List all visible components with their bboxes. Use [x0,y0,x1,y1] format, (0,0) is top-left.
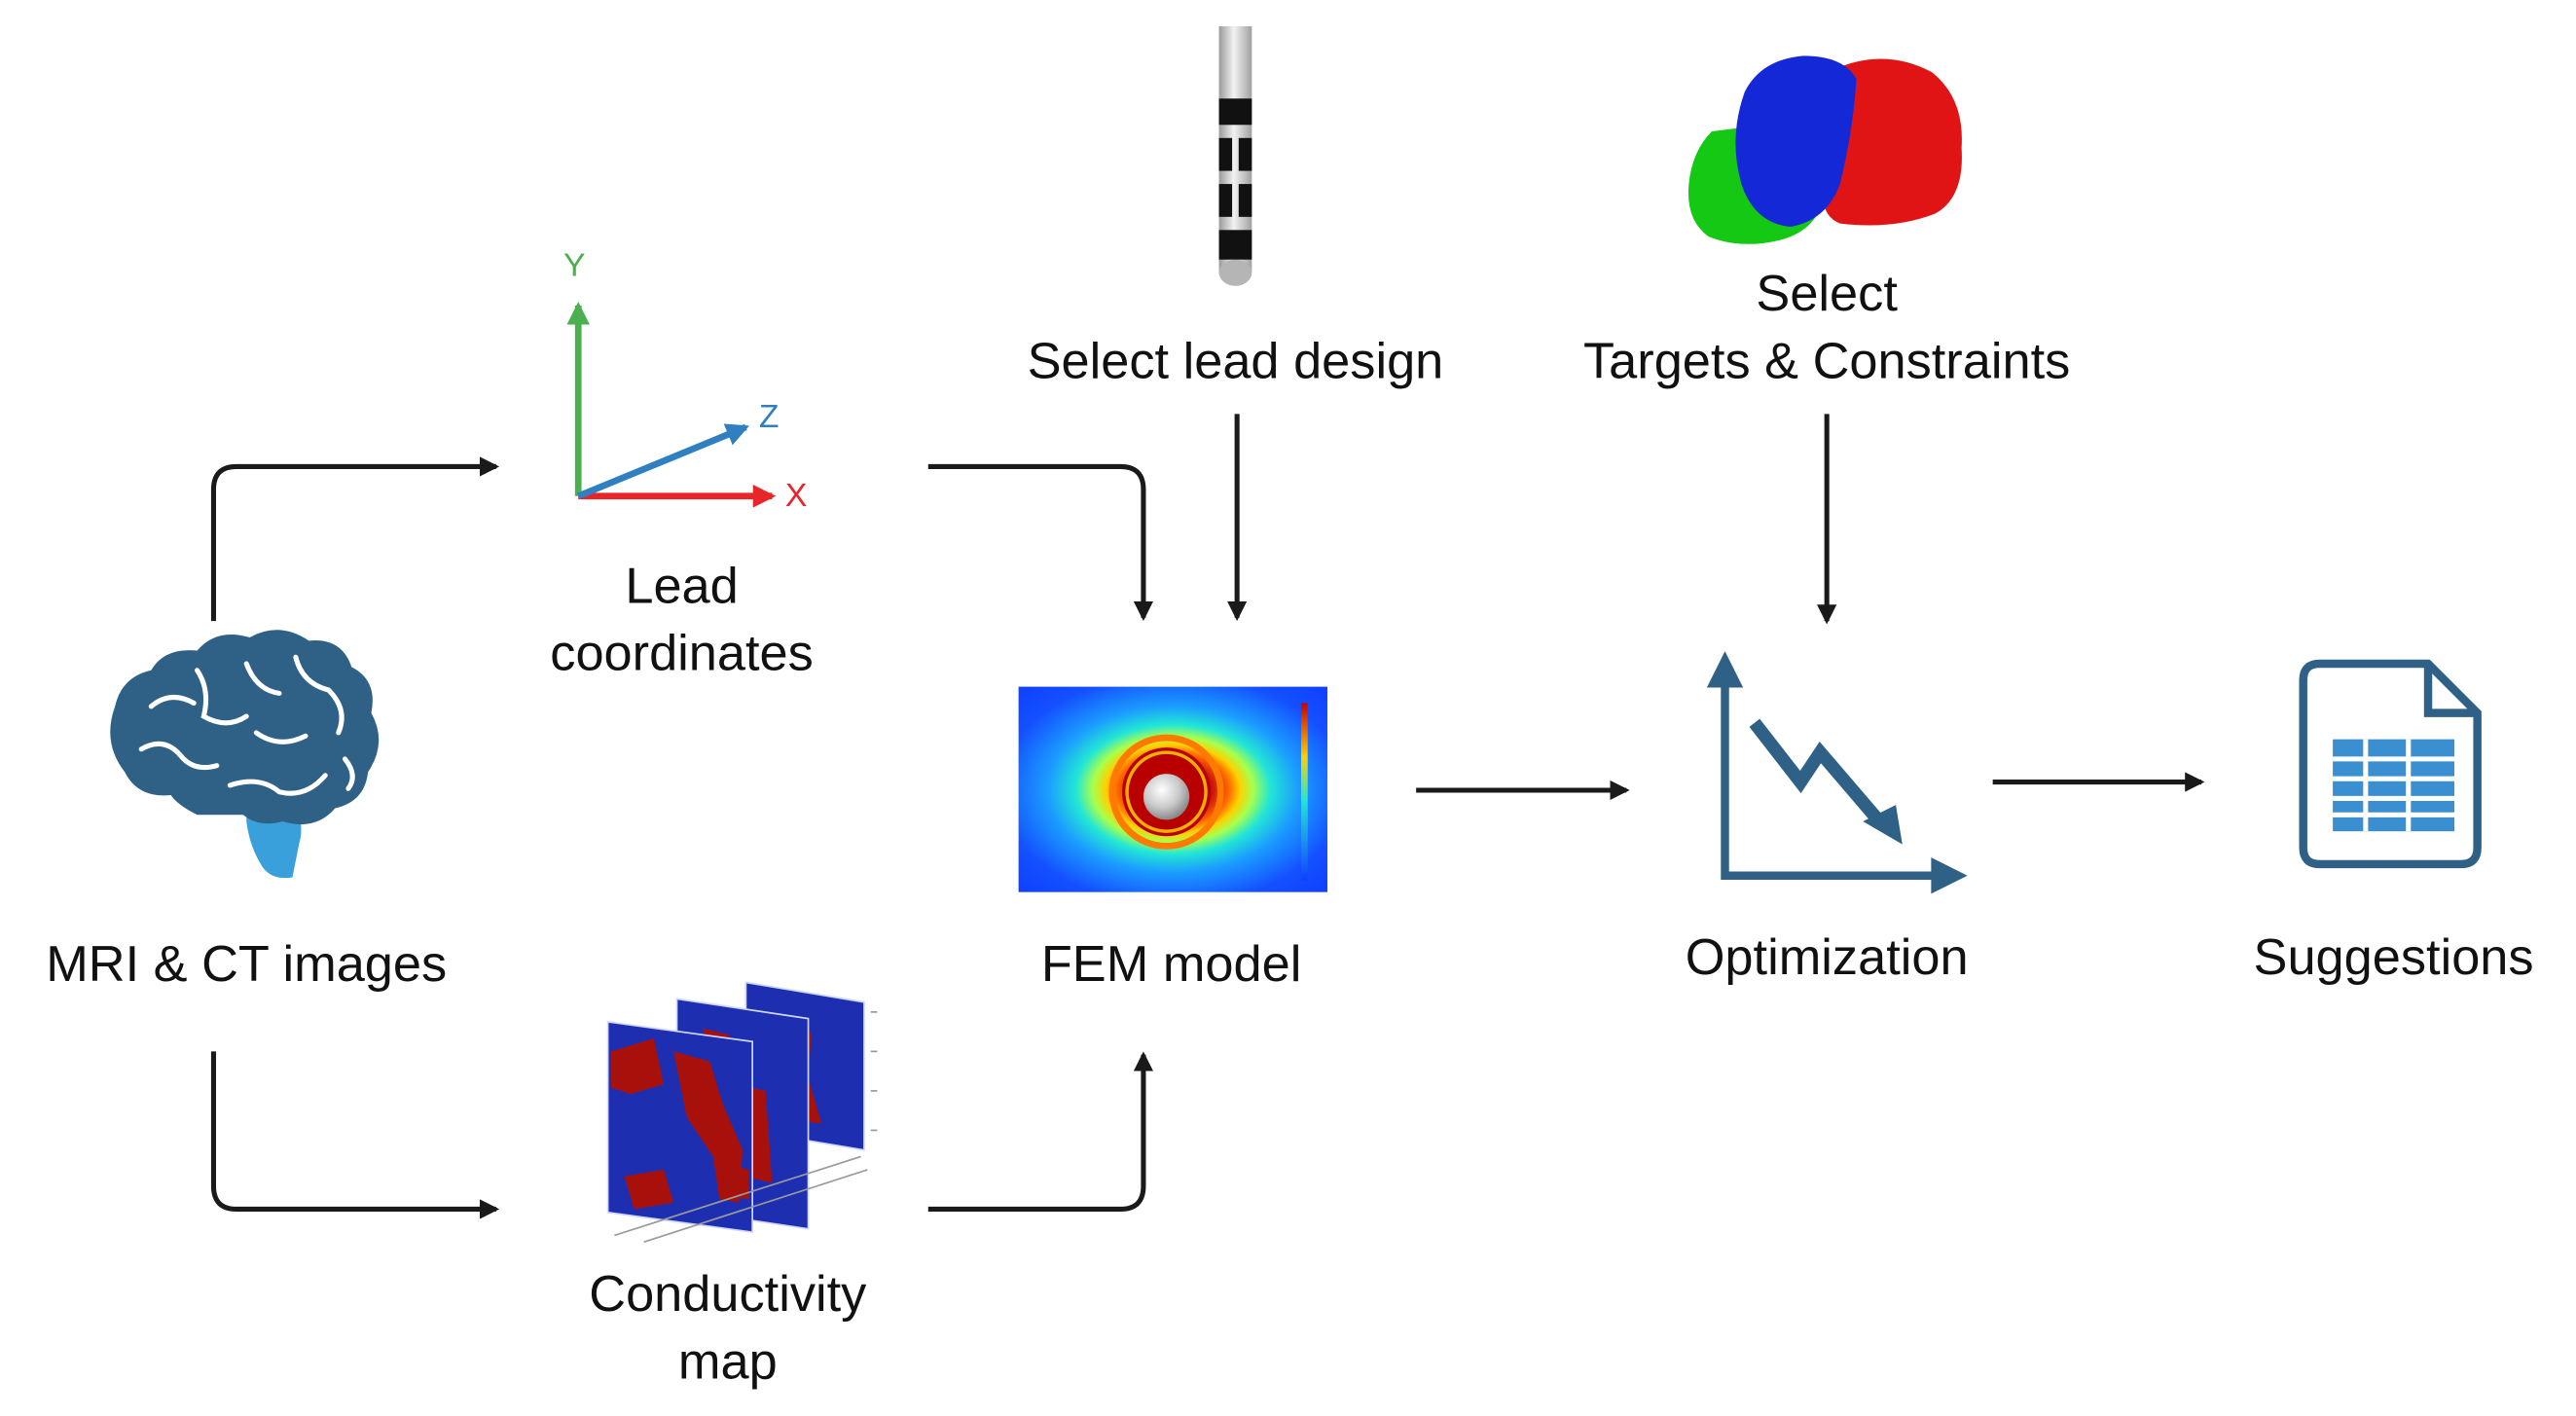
x-axis-label: X [784,478,808,515]
fem-model-label: FEM model [1040,934,1302,993]
mri-ct-label: MRI & CT images [46,934,448,993]
z-axis [576,423,750,499]
z-axis-label: Z [758,399,780,436]
arrow-mri-to-conductivity [210,1051,500,1219]
targets-label-line1: Select [1756,264,1898,322]
optimization-label: Optimization [1685,927,1969,986]
target-regions-icon [1687,55,1962,244]
lead-coordinates-label-line1: Lead [625,557,739,615]
conductivity-label-line2: map [677,1332,778,1391]
connector-arrows [210,414,2205,1219]
arrow-conductivity-to-fem [927,1051,1154,1212]
xyz-axes-icon [566,302,777,508]
arrow-lead-coordinates-to-fem [927,463,1154,622]
lead-design-label: Select lead design [1027,331,1444,390]
brain-icon [110,630,380,879]
slice-front [606,1021,753,1234]
targets-label-line2: Targets & Constraints [1583,331,2071,390]
spreadsheet-icon [2299,659,2482,869]
y-axis-label: Y [563,247,586,285]
conductivity-slices-icon [606,981,878,1244]
descending-chart-icon [1706,651,1968,894]
fem-field-icon [1018,686,1327,892]
arrow-mri-to-lead-coordinates [210,456,500,622]
suggestions-label: Suggestions [2253,927,2534,986]
lead-coordinates-label-line2: coordinates [550,624,814,682]
conductivity-label-line1: Conductivity [589,1264,867,1323]
electrode-lead-icon [1218,26,1252,286]
